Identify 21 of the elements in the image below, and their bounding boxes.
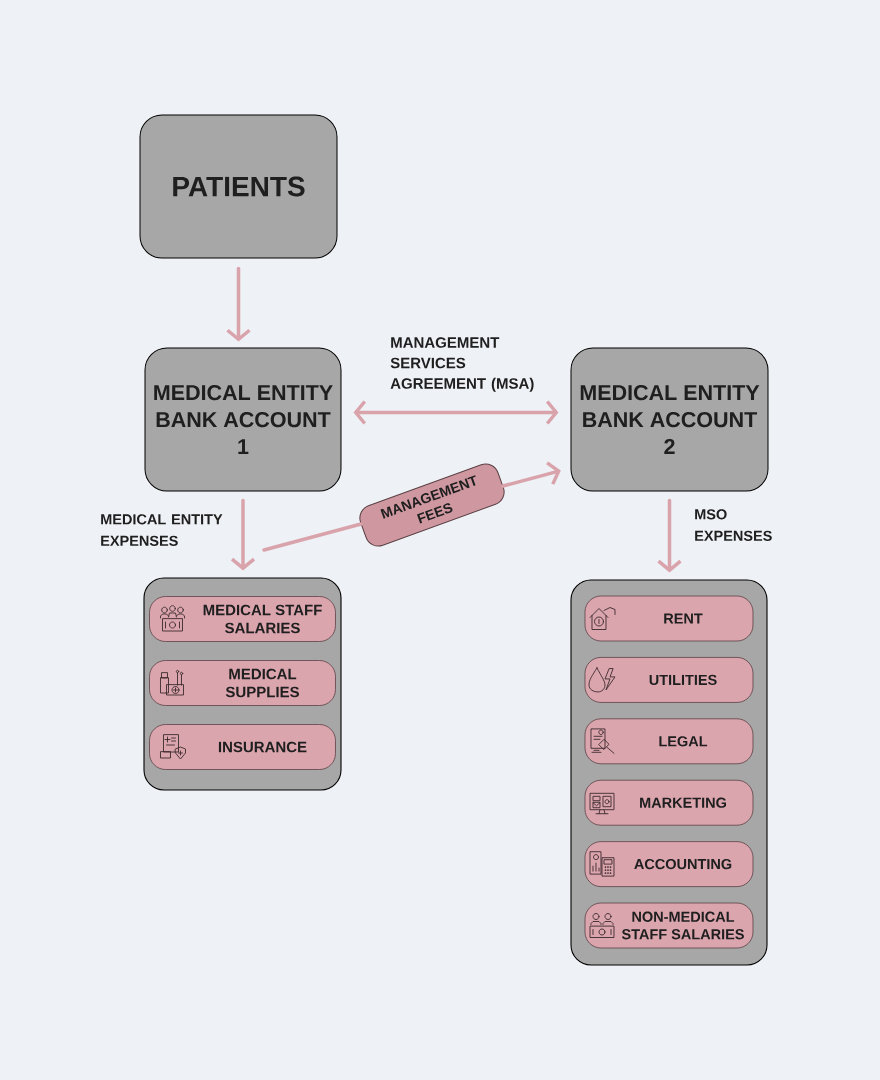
expense-pill: NON-MEDICAL STAFF SALARIES [584,902,754,949]
arrow [353,400,559,425]
arrow [501,461,561,488]
expense-pill: INSURANCE [149,724,336,770]
expense-pill: MEDICAL SUPPLIES [149,660,336,706]
expense-pill: MARKETING [584,779,754,826]
rounded-box: MEDICAL ENTITY BANK ACCOUNT 2 [570,347,769,492]
line [262,522,363,552]
edge-label: MANAGEMENT SERVICES AGREEMENT (MSA) [389,336,542,393]
edge-label: MEDICAL ENTITY EXPENSES [99,513,227,547]
expense-pill: UTILITIES [584,657,754,703]
arrow [226,266,251,342]
expense-pill: MEDICAL STAFF SALARIES [149,596,336,642]
arrow [657,498,682,573]
rounded-box: MEDICAL ENTITY BANK ACCOUNT 1 [144,347,342,492]
expense-pill: LEGAL [584,718,754,765]
expense-pill: RENT [584,595,754,642]
arrow [230,498,256,571]
expense-pill: ACCOUNTING [584,841,754,887]
edge-label: MSO EXPENSES [693,508,786,542]
rounded-box: PATIENTS [139,114,338,259]
